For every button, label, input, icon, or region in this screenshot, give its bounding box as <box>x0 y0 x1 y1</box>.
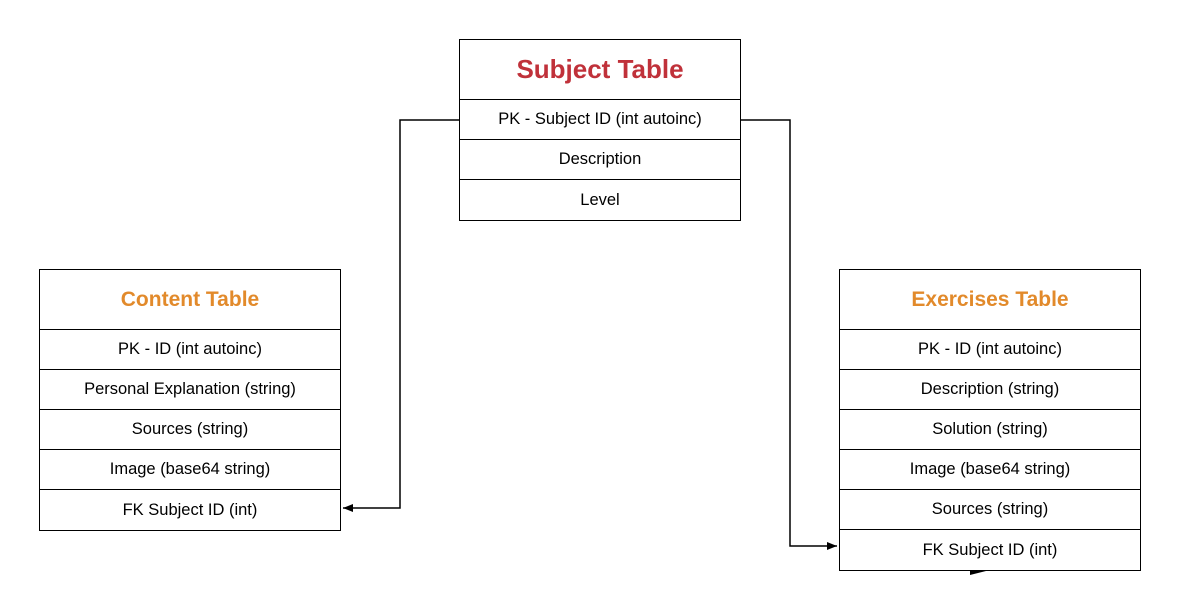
subject-to-exercises-connector <box>741 119 837 550</box>
exercises-table-field: Description (string) <box>840 370 1140 410</box>
content-table-field: Sources (string) <box>40 410 340 450</box>
subject-table-field: Description <box>460 140 740 180</box>
subject-table-title: Subject Table <box>460 40 740 100</box>
content-table: Content Table PK - ID (int autoinc) Pers… <box>39 269 341 531</box>
exercises-table-field: Sources (string) <box>840 490 1140 530</box>
exercises-table-field: Solution (string) <box>840 410 1140 450</box>
exercises-table-field: PK - ID (int autoinc) <box>840 330 1140 370</box>
subject-table: Subject Table PK - Subject ID (int autoi… <box>459 39 741 221</box>
content-table-title: Content Table <box>40 270 340 330</box>
subject-to-content-connector <box>343 119 459 512</box>
content-table-field: Image (base64 string) <box>40 450 340 490</box>
content-table-field: FK Subject ID (int) <box>122 500 258 519</box>
content-table-field: PK - ID (int autoinc) <box>40 330 340 370</box>
subject-table-field: Level <box>580 190 620 209</box>
subject-table-field: PK - Subject ID (int autoinc) <box>460 100 740 140</box>
exercises-table-field: FK Subject ID (int) <box>922 540 1058 559</box>
content-table-field: Personal Explanation (string) <box>40 370 340 410</box>
exercises-table-title: Exercises Table <box>840 270 1140 330</box>
exercises-table: Exercises Table PK - ID (int autoinc) De… <box>839 269 1141 571</box>
exercises-table-field: Image (base64 string) <box>840 450 1140 490</box>
